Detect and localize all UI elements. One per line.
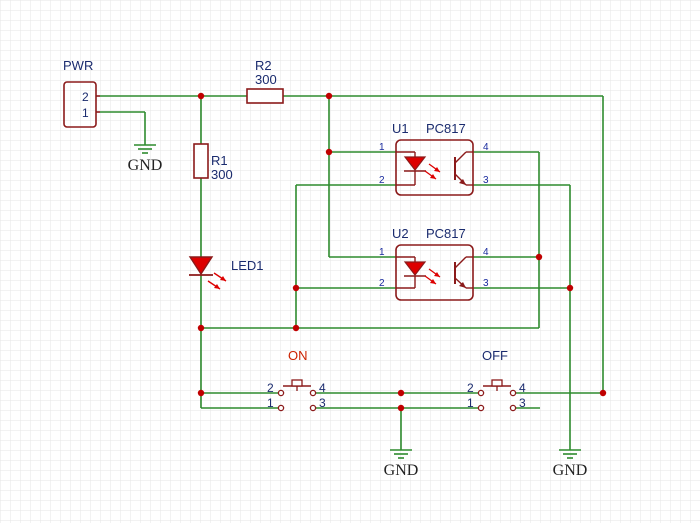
junction-dot <box>292 284 300 292</box>
led-led1[interactable]: LED1 <box>188 256 264 290</box>
junction-dot <box>197 324 205 332</box>
u1-part: PC817 <box>426 121 466 136</box>
junctions <box>197 92 607 412</box>
u2-pin-label: 1 <box>379 247 385 258</box>
switch-button-cap <box>491 379 503 387</box>
switch-on-label: ON <box>288 348 308 363</box>
resistor-body <box>193 143 209 179</box>
led-designator: LED1 <box>231 258 264 273</box>
switch-button-cap <box>291 379 303 387</box>
switch-off[interactable]: OFF 1 2 3 4 <box>467 348 526 412</box>
switch-pin-label: 1 <box>267 396 274 410</box>
connector-body <box>63 81 97 128</box>
junction-dot <box>197 92 205 100</box>
ground-label: GND <box>553 462 588 479</box>
junction-dot <box>566 284 574 292</box>
led-triangle <box>403 156 427 171</box>
resistor-r1[interactable]: R1 300 <box>193 143 233 182</box>
switch-on[interactable]: ON 1 2 3 4 <box>267 348 326 412</box>
r1-value: 300 <box>211 167 233 182</box>
u1-pin-label: 4 <box>483 142 489 153</box>
junction-dot <box>599 389 607 397</box>
junction-dot <box>325 148 333 156</box>
u1-pin-label: 3 <box>483 175 489 186</box>
switch-pin-label: 2 <box>267 381 274 395</box>
resistor-body <box>246 88 284 104</box>
ground-symbol: GND <box>128 144 163 174</box>
u1-pin-label: 2 <box>379 175 385 186</box>
connector-designator: PWR <box>63 58 93 73</box>
pwr-connector[interactable]: PWR 2 1 <box>63 58 100 128</box>
ground-symbol: GND <box>384 449 419 479</box>
ground-label: GND <box>128 157 163 174</box>
switch-pin-label: 3 <box>319 396 326 410</box>
ground-label: GND <box>384 462 419 479</box>
optocoupler-body <box>395 139 474 196</box>
u2-pin-label: 3 <box>483 278 489 289</box>
u2-pin-label: 4 <box>483 247 489 258</box>
optocoupler-body <box>395 244 474 301</box>
wires <box>100 95 604 450</box>
junction-dot <box>292 324 300 332</box>
u2-pin-label: 2 <box>379 278 385 289</box>
switch-pin-label: 4 <box>319 381 326 395</box>
u2-part: PC817 <box>426 226 466 241</box>
led-triangle <box>403 261 427 276</box>
connector-pin-label: 1 <box>82 106 89 120</box>
junction-dot <box>397 389 405 397</box>
optocoupler-u1[interactable]: U1 PC817 1 2 3 4 <box>379 121 489 196</box>
ground-symbol: GND <box>553 449 588 479</box>
switch-pin-label: 3 <box>519 396 526 410</box>
switch-off-label: OFF <box>482 348 508 363</box>
r1-designator: R1 <box>211 153 228 168</box>
switch-pin-label: 4 <box>519 381 526 395</box>
switch-pin-label: 2 <box>467 381 474 395</box>
r2-designator: R2 <box>255 58 272 73</box>
connector-pin-label: 2 <box>82 90 89 104</box>
junction-dot <box>197 389 205 397</box>
r2-value: 300 <box>255 72 277 87</box>
u1-designator: U1 <box>392 121 409 136</box>
u2-designator: U2 <box>392 226 409 241</box>
junction-dot <box>325 92 333 100</box>
junction-dot <box>397 404 405 412</box>
junction-dot <box>535 253 543 261</box>
u1-pin-label: 1 <box>379 142 385 153</box>
led-triangle <box>188 256 214 276</box>
resistor-r2[interactable]: R2 300 <box>246 58 284 104</box>
switch-pin-label: 1 <box>467 396 474 410</box>
optocoupler-u2[interactable]: U2 PC817 1 2 3 4 <box>379 226 489 301</box>
